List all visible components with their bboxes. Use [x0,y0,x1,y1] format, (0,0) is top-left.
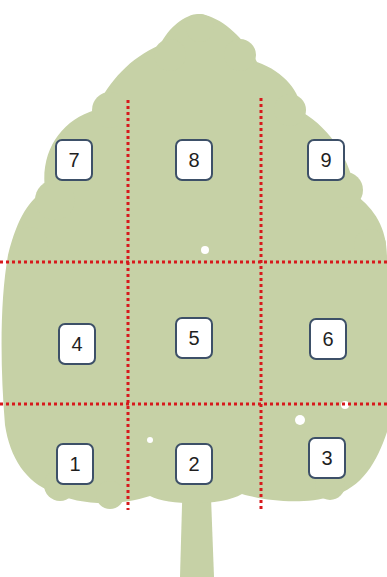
crown-gaps [147,246,349,443]
number-box: 8 [175,139,213,181]
tree-silhouette [2,14,387,577]
grid-line [0,403,387,406]
callout-number: 8 [188,149,199,171]
number-box: 1 [56,443,94,485]
number-box: 5 [175,317,213,359]
callout-number: 7 [68,149,79,171]
callout-number: 4 [71,333,82,355]
callout-number: 6 [322,328,333,350]
callout-number: 9 [320,149,331,171]
tree-crown [2,14,387,503]
callout-number: 2 [188,453,199,475]
callout-number: 3 [321,447,332,469]
number-box: 3 [308,437,346,479]
grid-line [260,98,263,510]
number-box: 2 [175,443,213,485]
number-box: 7 [55,139,93,181]
grid-line [127,100,130,510]
number-box: 6 [309,318,347,360]
grid-lines [0,98,387,510]
number-box: 9 [307,139,345,181]
number-box: 4 [58,323,96,365]
grid-line [0,261,387,264]
callout-number: 5 [188,327,199,349]
callout-number: 1 [69,453,80,475]
